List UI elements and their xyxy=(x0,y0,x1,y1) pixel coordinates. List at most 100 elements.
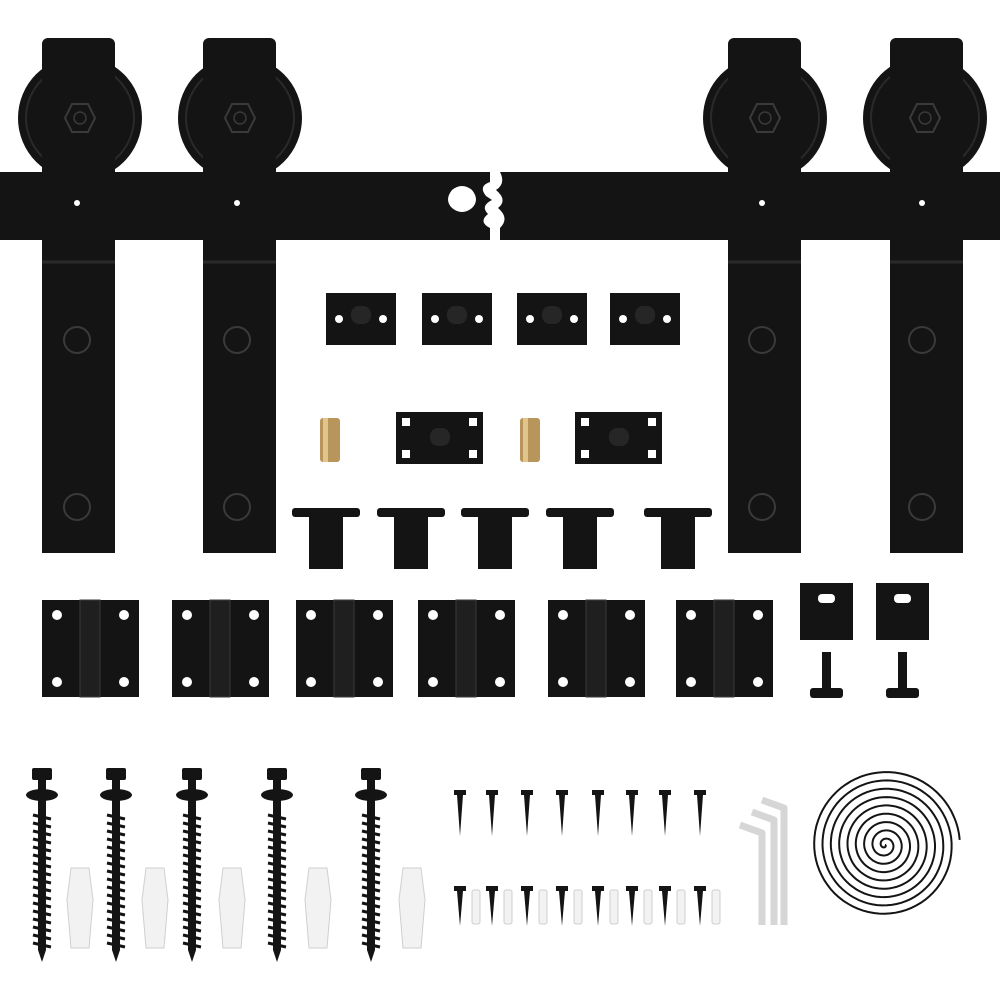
screw-head xyxy=(626,886,638,891)
thread xyxy=(361,925,381,933)
screw-head xyxy=(361,768,381,780)
hanger-4 xyxy=(863,38,987,553)
hinge-plate-3 xyxy=(296,599,393,698)
thread xyxy=(182,861,202,869)
screw-tip xyxy=(367,950,375,962)
bracket-slot xyxy=(818,594,835,603)
stopper-cap xyxy=(461,508,529,517)
rail-joint-right xyxy=(496,172,515,240)
screw-head xyxy=(592,886,604,891)
hinge-hole xyxy=(753,677,763,687)
small-anchor xyxy=(643,889,653,925)
screw-head xyxy=(182,768,202,780)
hinge-hole xyxy=(753,610,763,620)
thread xyxy=(267,829,287,837)
bolt-shaft xyxy=(822,652,831,690)
screw-shaft xyxy=(662,795,668,836)
anchor xyxy=(141,867,169,949)
thread xyxy=(182,941,202,949)
short-screw-3 xyxy=(521,886,548,926)
plate-hole xyxy=(663,315,671,323)
plate-hole xyxy=(335,315,343,323)
thread xyxy=(267,901,287,909)
thread xyxy=(182,869,202,877)
plate-hole xyxy=(475,315,483,323)
stopper-stem xyxy=(661,515,695,569)
screw-head xyxy=(626,790,638,795)
brass-spacer-1 xyxy=(320,418,340,462)
spacer-shine xyxy=(523,418,528,462)
thread xyxy=(32,837,52,845)
hinge-hole xyxy=(52,610,62,620)
hinge-hole xyxy=(625,677,635,687)
plate-hole xyxy=(581,450,589,458)
screw-head xyxy=(454,886,466,891)
anti-jump-bracket-1 xyxy=(800,583,853,698)
hinge-plate-4 xyxy=(418,599,515,698)
screw-shaft xyxy=(559,795,565,836)
lag-screw-5 xyxy=(355,768,387,962)
short-screw-5 xyxy=(592,886,619,926)
allen-key-2 xyxy=(750,808,778,925)
allen-key-3 xyxy=(760,796,788,925)
small-anchor xyxy=(503,889,513,925)
screw-shaft xyxy=(559,891,565,926)
hinge-hole xyxy=(52,677,62,687)
thread xyxy=(267,941,287,949)
screw-head xyxy=(454,790,466,795)
rail-puzzle-cutout xyxy=(448,186,476,212)
strap-bolt xyxy=(908,326,936,354)
screw-head xyxy=(659,886,671,891)
thread xyxy=(361,893,381,901)
stopper-cap xyxy=(292,508,360,517)
thread xyxy=(267,845,287,853)
anti-jump-bracket-2 xyxy=(876,583,929,698)
allen-key-1 xyxy=(738,821,766,925)
thread xyxy=(106,941,126,949)
short-screw-7 xyxy=(659,886,686,926)
plate-hole xyxy=(431,315,439,323)
anchor xyxy=(218,867,246,949)
strap-bolt xyxy=(63,326,91,354)
hex-bolt-icon xyxy=(63,103,97,133)
hinge-knuckle xyxy=(209,599,231,698)
thread xyxy=(361,869,381,877)
hex-bolt-icon xyxy=(748,103,782,133)
thread xyxy=(267,917,287,925)
thread xyxy=(32,885,52,893)
hinge-hole xyxy=(306,610,316,620)
thread xyxy=(182,925,202,933)
small-anchor xyxy=(609,889,619,925)
hinge-knuckle xyxy=(585,599,607,698)
screw-shaft xyxy=(457,891,463,926)
screw-head xyxy=(556,790,568,795)
thread xyxy=(182,813,202,821)
thread xyxy=(32,829,52,837)
hinge-knuckle xyxy=(79,599,101,698)
small-parts xyxy=(26,293,961,962)
door-stopper-1 xyxy=(292,508,360,569)
hanger-2 xyxy=(178,38,302,553)
plate-hole xyxy=(402,418,410,426)
thread xyxy=(182,821,202,829)
thread xyxy=(361,933,381,941)
thread xyxy=(106,813,126,821)
bolt-center xyxy=(758,111,772,125)
mounting-plate-2 xyxy=(422,293,492,345)
thread xyxy=(361,821,381,829)
strap-upper xyxy=(890,38,963,266)
screw-shaft xyxy=(595,891,601,926)
wall-anchor-5 xyxy=(398,867,426,949)
hex-bolt-icon xyxy=(223,103,257,133)
spiral-cable xyxy=(813,771,961,915)
wood-screw-2 xyxy=(486,790,498,836)
thread xyxy=(182,845,202,853)
thread xyxy=(267,837,287,845)
track-rail xyxy=(0,172,1000,240)
thread xyxy=(32,853,52,861)
thread xyxy=(267,893,287,901)
thread xyxy=(106,933,126,941)
screw-head xyxy=(486,886,498,891)
thread xyxy=(361,901,381,909)
